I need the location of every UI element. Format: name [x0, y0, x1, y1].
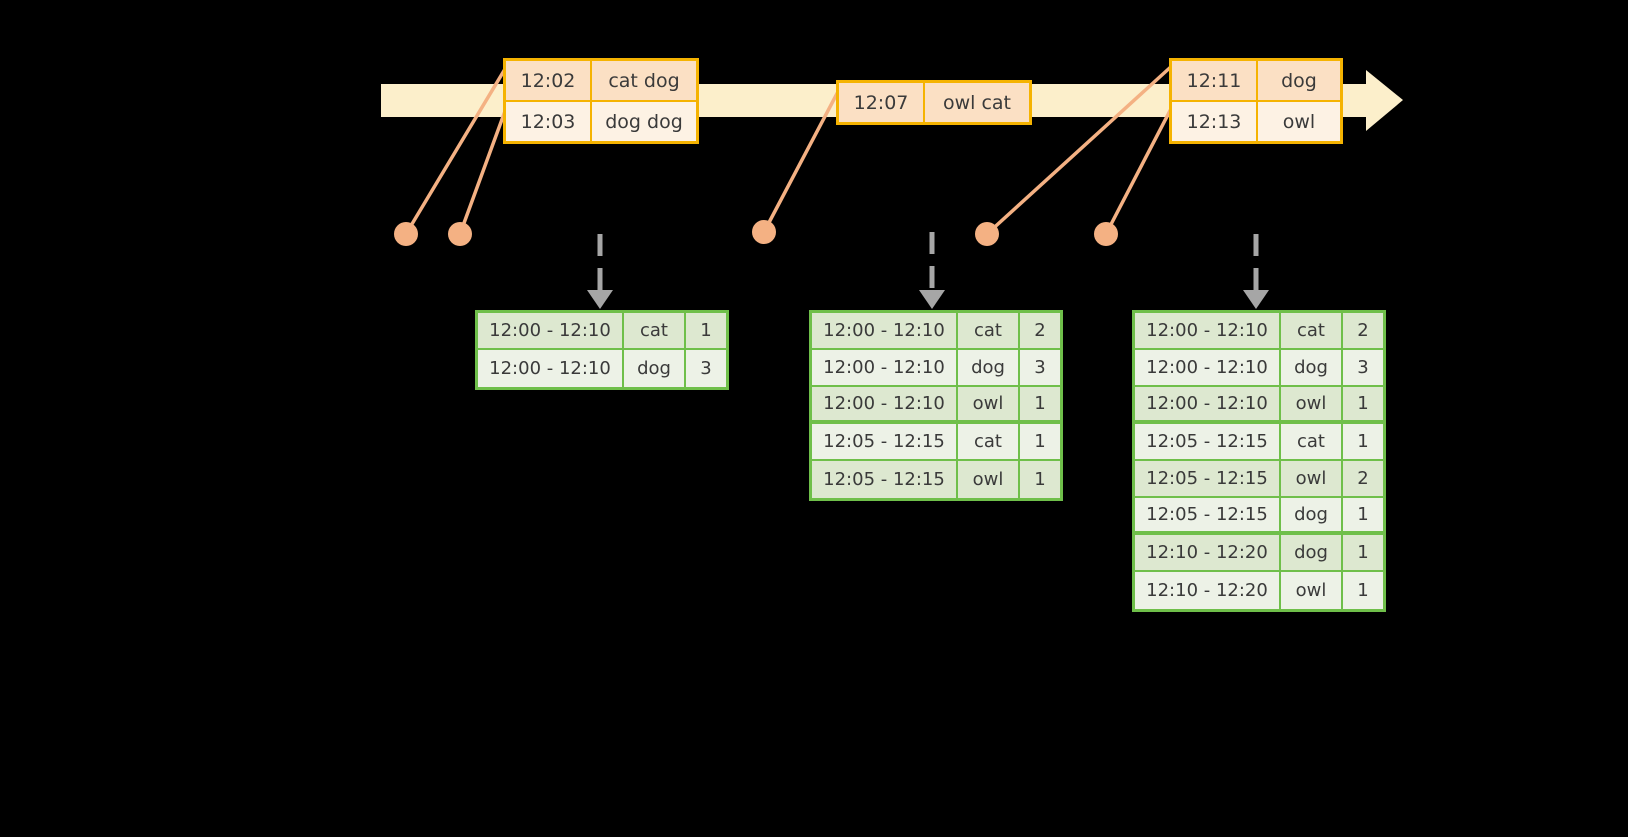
event-row[interactable]: 12:11 dog [1172, 61, 1340, 100]
connector-1207-line [762, 84, 843, 234]
cell-word: dog [1281, 498, 1343, 531]
connector-1207-dot[interactable] [752, 220, 776, 244]
cell-count: 2 [1357, 468, 1369, 489]
cell-count: 1 [1357, 504, 1369, 525]
cell-window: 12:05 - 12:15 [1135, 461, 1281, 496]
cell-word: dog [958, 350, 1020, 385]
cell-count: 1 [1034, 469, 1046, 490]
cell-window: 12:05 - 12:15 [812, 424, 958, 459]
cell-window: 12:00 - 12:10 [478, 350, 624, 387]
cell-word: cat [958, 424, 1020, 459]
cell-window: 12:00 - 12:10 [812, 387, 958, 420]
cell-window: 12:00 - 12:10 [478, 313, 624, 348]
connector-1202-line [404, 62, 510, 236]
cell-window: 12:00 - 12:10 [812, 313, 958, 348]
stream-direction-arrow-icon [1366, 70, 1403, 131]
connector-1202-dot[interactable] [394, 222, 418, 246]
connector-1211-dot[interactable] [975, 222, 999, 246]
cell-window: 12:00 - 12:10 [1135, 350, 1281, 385]
cell-count: 1 [1357, 431, 1369, 452]
cell-word: cat [624, 313, 686, 348]
dashed-arrow-to-table-1-head-icon [587, 290, 613, 309]
event-timestamp: 12:07 [839, 83, 925, 122]
cell-window: 12:05 - 12:15 [1135, 424, 1281, 459]
cell-word: owl [1281, 461, 1343, 496]
event-box-2[interactable]: 12:07 owl cat [836, 80, 1032, 125]
event-timestamp: 12:11 [1172, 61, 1258, 100]
cell-count: 3 [700, 358, 712, 379]
connector-1203-dot[interactable] [448, 222, 472, 246]
cell-count: 1 [1034, 393, 1046, 414]
cell-window: 12:05 - 12:15 [812, 461, 958, 498]
cell-count: 1 [1357, 542, 1369, 563]
cell-word: owl [958, 461, 1020, 498]
cell-word: dog [1281, 350, 1343, 385]
event-row[interactable]: 12:13 owl [1172, 100, 1340, 141]
cell-count: 1 [1034, 431, 1046, 452]
cell-count: 1 [1357, 580, 1369, 601]
dashed-arrow-to-table-3-head-icon [1243, 290, 1269, 309]
event-row[interactable]: 12:07 owl cat [839, 83, 1029, 122]
connector-1213-line [1104, 101, 1176, 236]
cell-word: owl [1281, 387, 1343, 420]
cell-word: owl [1281, 572, 1343, 609]
connector-1213-dot[interactable] [1094, 222, 1118, 246]
dashed-arrow-to-table-2-head-icon [919, 290, 945, 309]
event-words: cat dog [608, 69, 680, 92]
cell-count: 1 [700, 320, 712, 341]
event-timestamp: 12:02 [506, 61, 592, 100]
timeline-bar-tail [1366, 84, 1380, 117]
event-words: owl [1282, 110, 1316, 133]
event-timestamp: 12:13 [1172, 102, 1258, 141]
cell-word: owl [958, 387, 1020, 420]
connector-1203-line [458, 101, 510, 236]
event-words: dog dog [605, 110, 683, 133]
event-words: dog [1281, 69, 1317, 92]
cell-word: dog [1281, 535, 1343, 570]
cell-window: 12:10 - 12:20 [1135, 535, 1281, 570]
cell-word: cat [1281, 313, 1343, 348]
cell-window: 12:10 - 12:20 [1135, 572, 1281, 609]
event-row[interactable]: 12:02 cat dog [506, 61, 696, 100]
cell-window: 12:00 - 12:10 [812, 350, 958, 385]
cell-word: cat [958, 313, 1020, 348]
cell-count: 2 [1034, 320, 1046, 341]
cell-word: cat [1281, 424, 1343, 459]
event-timestamp: 12:03 [506, 102, 592, 141]
event-row[interactable]: 12:03 dog dog [506, 100, 696, 141]
cell-count: 2 [1357, 320, 1369, 341]
cell-window: 12:00 - 12:10 [1135, 387, 1281, 420]
cell-count: 3 [1357, 357, 1369, 378]
event-box-1[interactable]: 12:02 cat dog 12:03 dog dog [503, 58, 699, 144]
event-words: owl cat [942, 91, 1012, 114]
cell-window: 12:05 - 12:15 [1135, 498, 1281, 531]
cell-count: 3 [1034, 357, 1046, 378]
cell-word: dog [624, 350, 686, 387]
cell-count: 1 [1357, 393, 1369, 414]
cell-window: 12:00 - 12:10 [1135, 313, 1281, 348]
event-box-3[interactable]: 12:11 dog 12:13 owl [1169, 58, 1343, 144]
